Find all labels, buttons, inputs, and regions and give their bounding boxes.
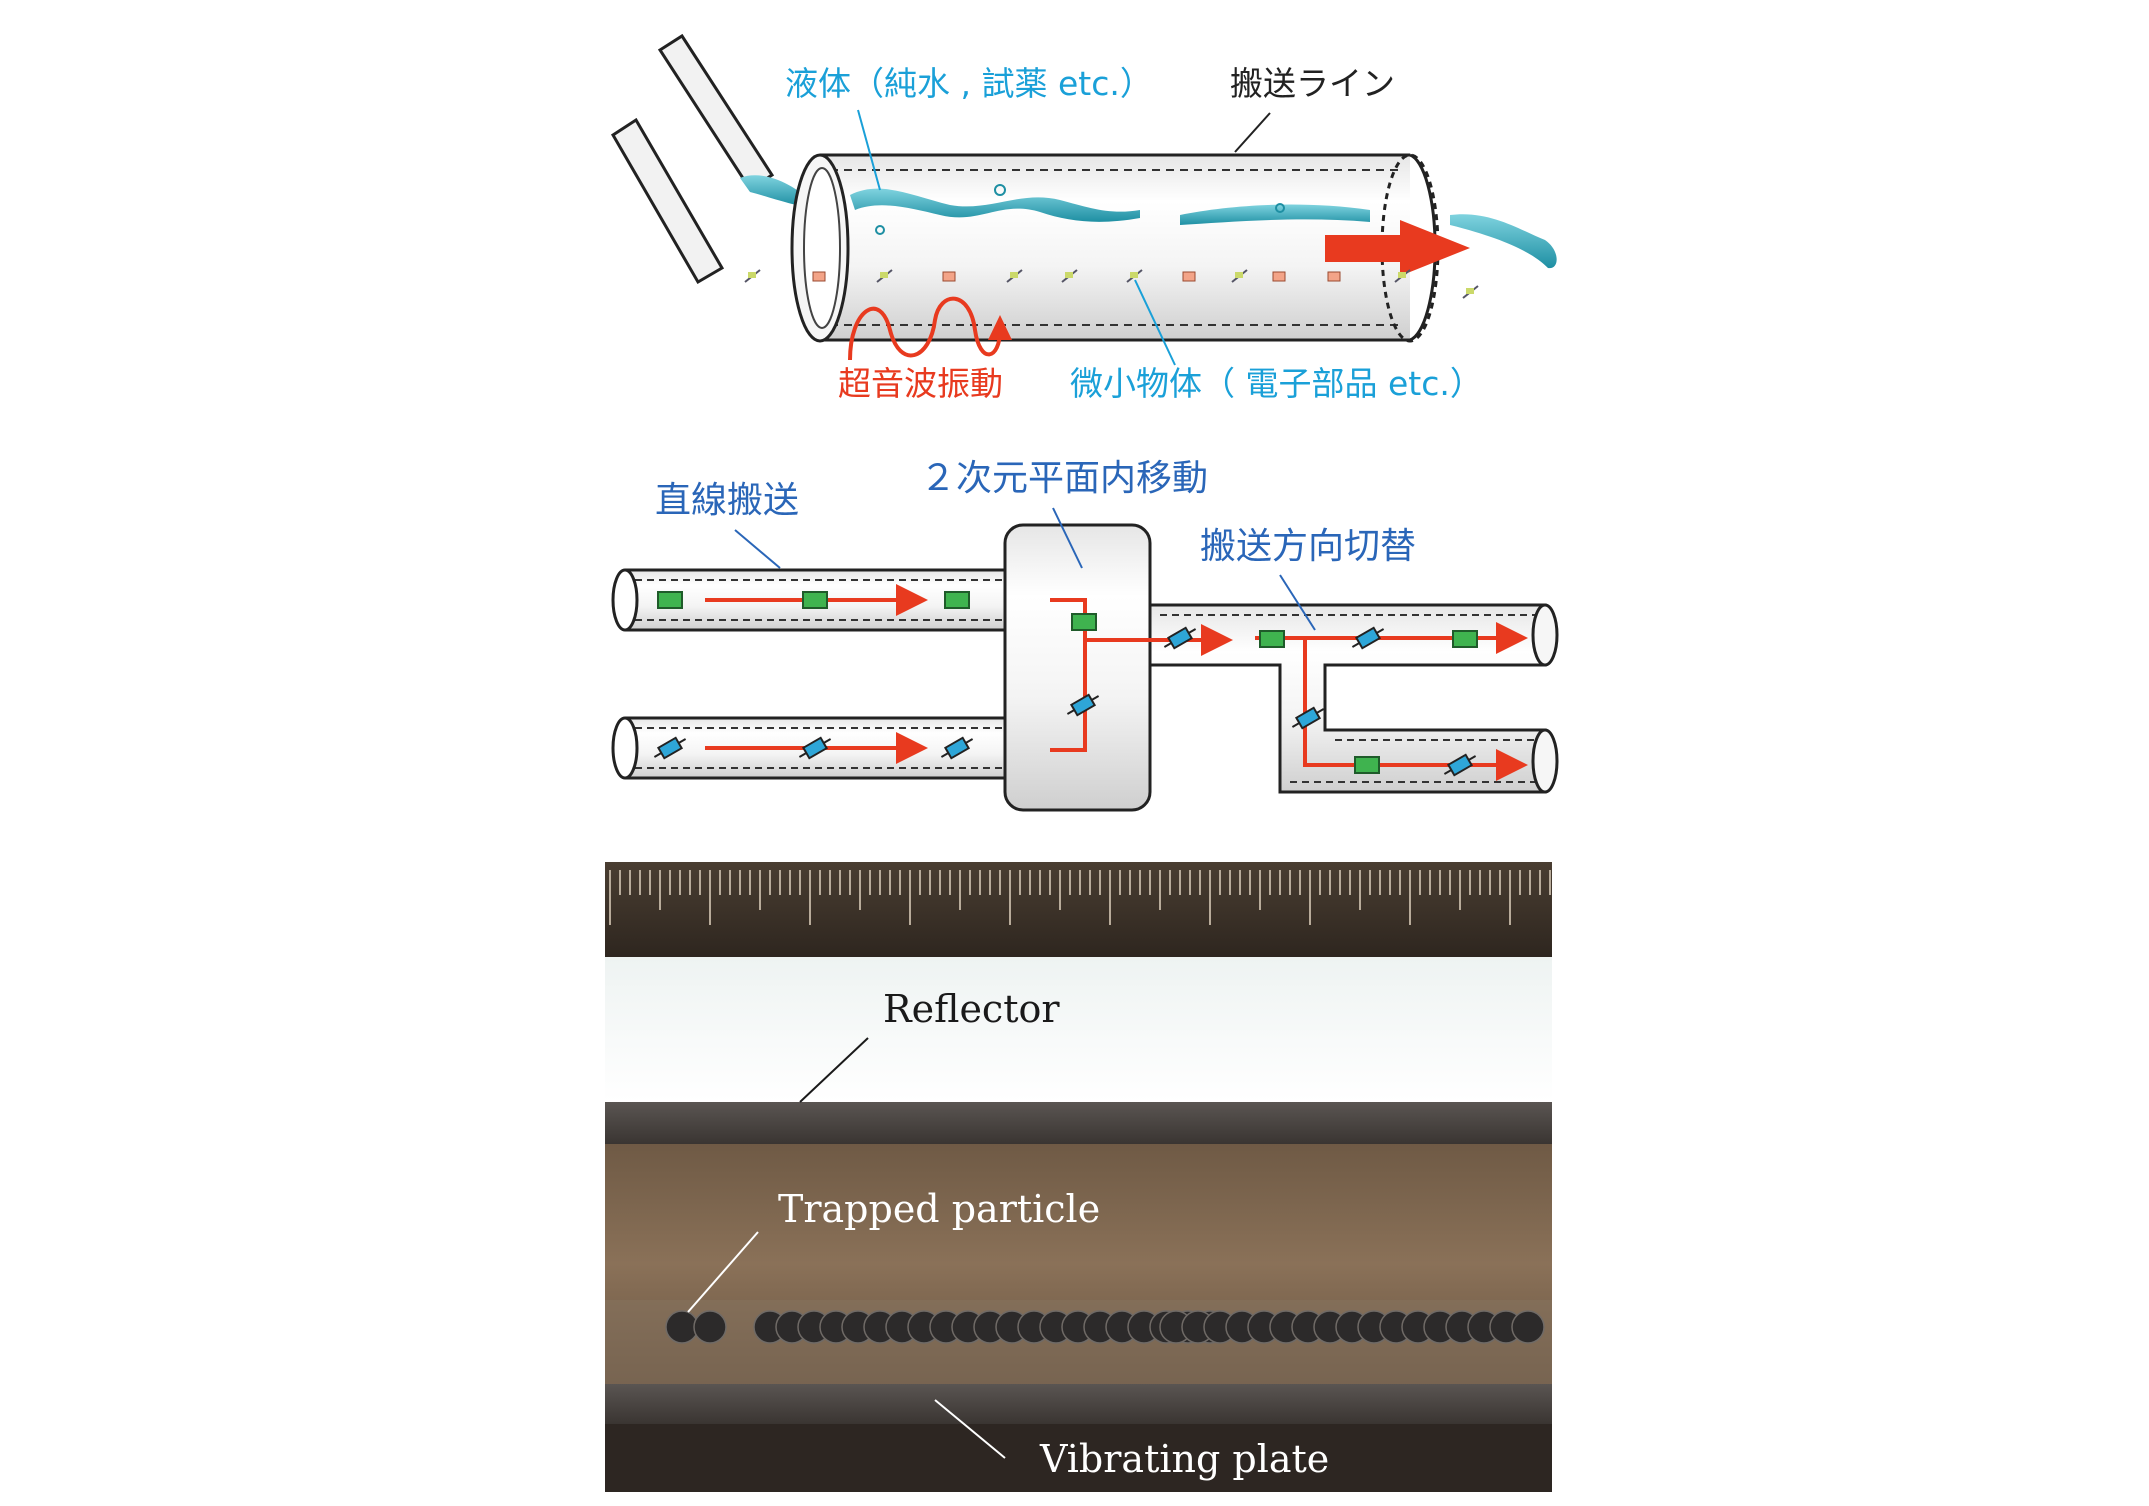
chips-green <box>657 591 1478 774</box>
ultrasonic-wave <box>848 296 1002 361</box>
leader-switch <box>1279 574 1316 631</box>
particle <box>1511 1310 1545 1344</box>
transport-line-tube <box>790 153 1440 343</box>
transport-direction-arrow <box>1325 220 1470 276</box>
liquid-label: 液体（純水 , 試薬 etc.） <box>785 64 1153 103</box>
leader-linear <box>734 529 781 569</box>
chips-blue <box>653 626 1477 777</box>
leader-plate <box>934 1399 1006 1459</box>
trapped-particle-label: Trapped particle <box>778 1187 1100 1231</box>
vibrating-plate-label: Vibrating plate <box>1039 1437 1329 1481</box>
panel-2-routing-diagram: 直線搬送 ２次元平面内移動 搬送方向切替 <box>611 458 1559 812</box>
ultrasonic-arrowhead <box>988 315 1012 340</box>
leader-line <box>1234 112 1271 153</box>
transport-line-label: 搬送ライン <box>1230 64 1395 103</box>
liquid-stream-inner <box>850 188 1140 222</box>
trapped-particles <box>665 1310 1545 1344</box>
leader-planar <box>1052 507 1083 569</box>
leader-object <box>1134 279 1176 366</box>
switching-tube-network <box>1148 603 1559 794</box>
vibrating-plate <box>605 1384 1552 1424</box>
panel-3-photo: Reflector Trapped particle Vibrating pla… <box>605 862 1552 1492</box>
reflector-plate <box>605 1102 1552 1144</box>
direction-switch-label: 搬送方向切替 <box>1200 526 1416 567</box>
planar-movement-chamber <box>1003 523 1152 812</box>
reflector-label: Reflector <box>883 987 1060 1031</box>
ruler-ticks <box>609 870 1551 925</box>
particle <box>693 1310 727 1344</box>
liquid-outlet <box>1450 214 1557 269</box>
micro-object-label: 微小物体（ 電子部品 etc.） <box>1070 364 1483 403</box>
base <box>605 1424 1552 1492</box>
leader-liquid <box>857 109 881 191</box>
liquid-stream-inner-2 <box>1180 204 1370 225</box>
planar-movement-label: ２次元平面内移動 <box>920 458 1208 499</box>
micro-objects <box>744 269 1479 299</box>
leader-reflector <box>799 1037 869 1103</box>
white-band <box>605 957 1552 1102</box>
ruler <box>605 862 1552 957</box>
particle <box>665 1310 699 1344</box>
panel-1-tube-illustration: 液体（純水 , 試薬 etc.） 搬送ライン 超音波振動 微小物体（ 電子部品 … <box>610 33 1557 403</box>
ultrasonic-label: 超音波振動 <box>838 364 1003 403</box>
leader-particle <box>687 1231 759 1313</box>
linear-transport-label: 直線搬送 <box>655 480 799 521</box>
nozzle-pipes <box>610 33 775 285</box>
